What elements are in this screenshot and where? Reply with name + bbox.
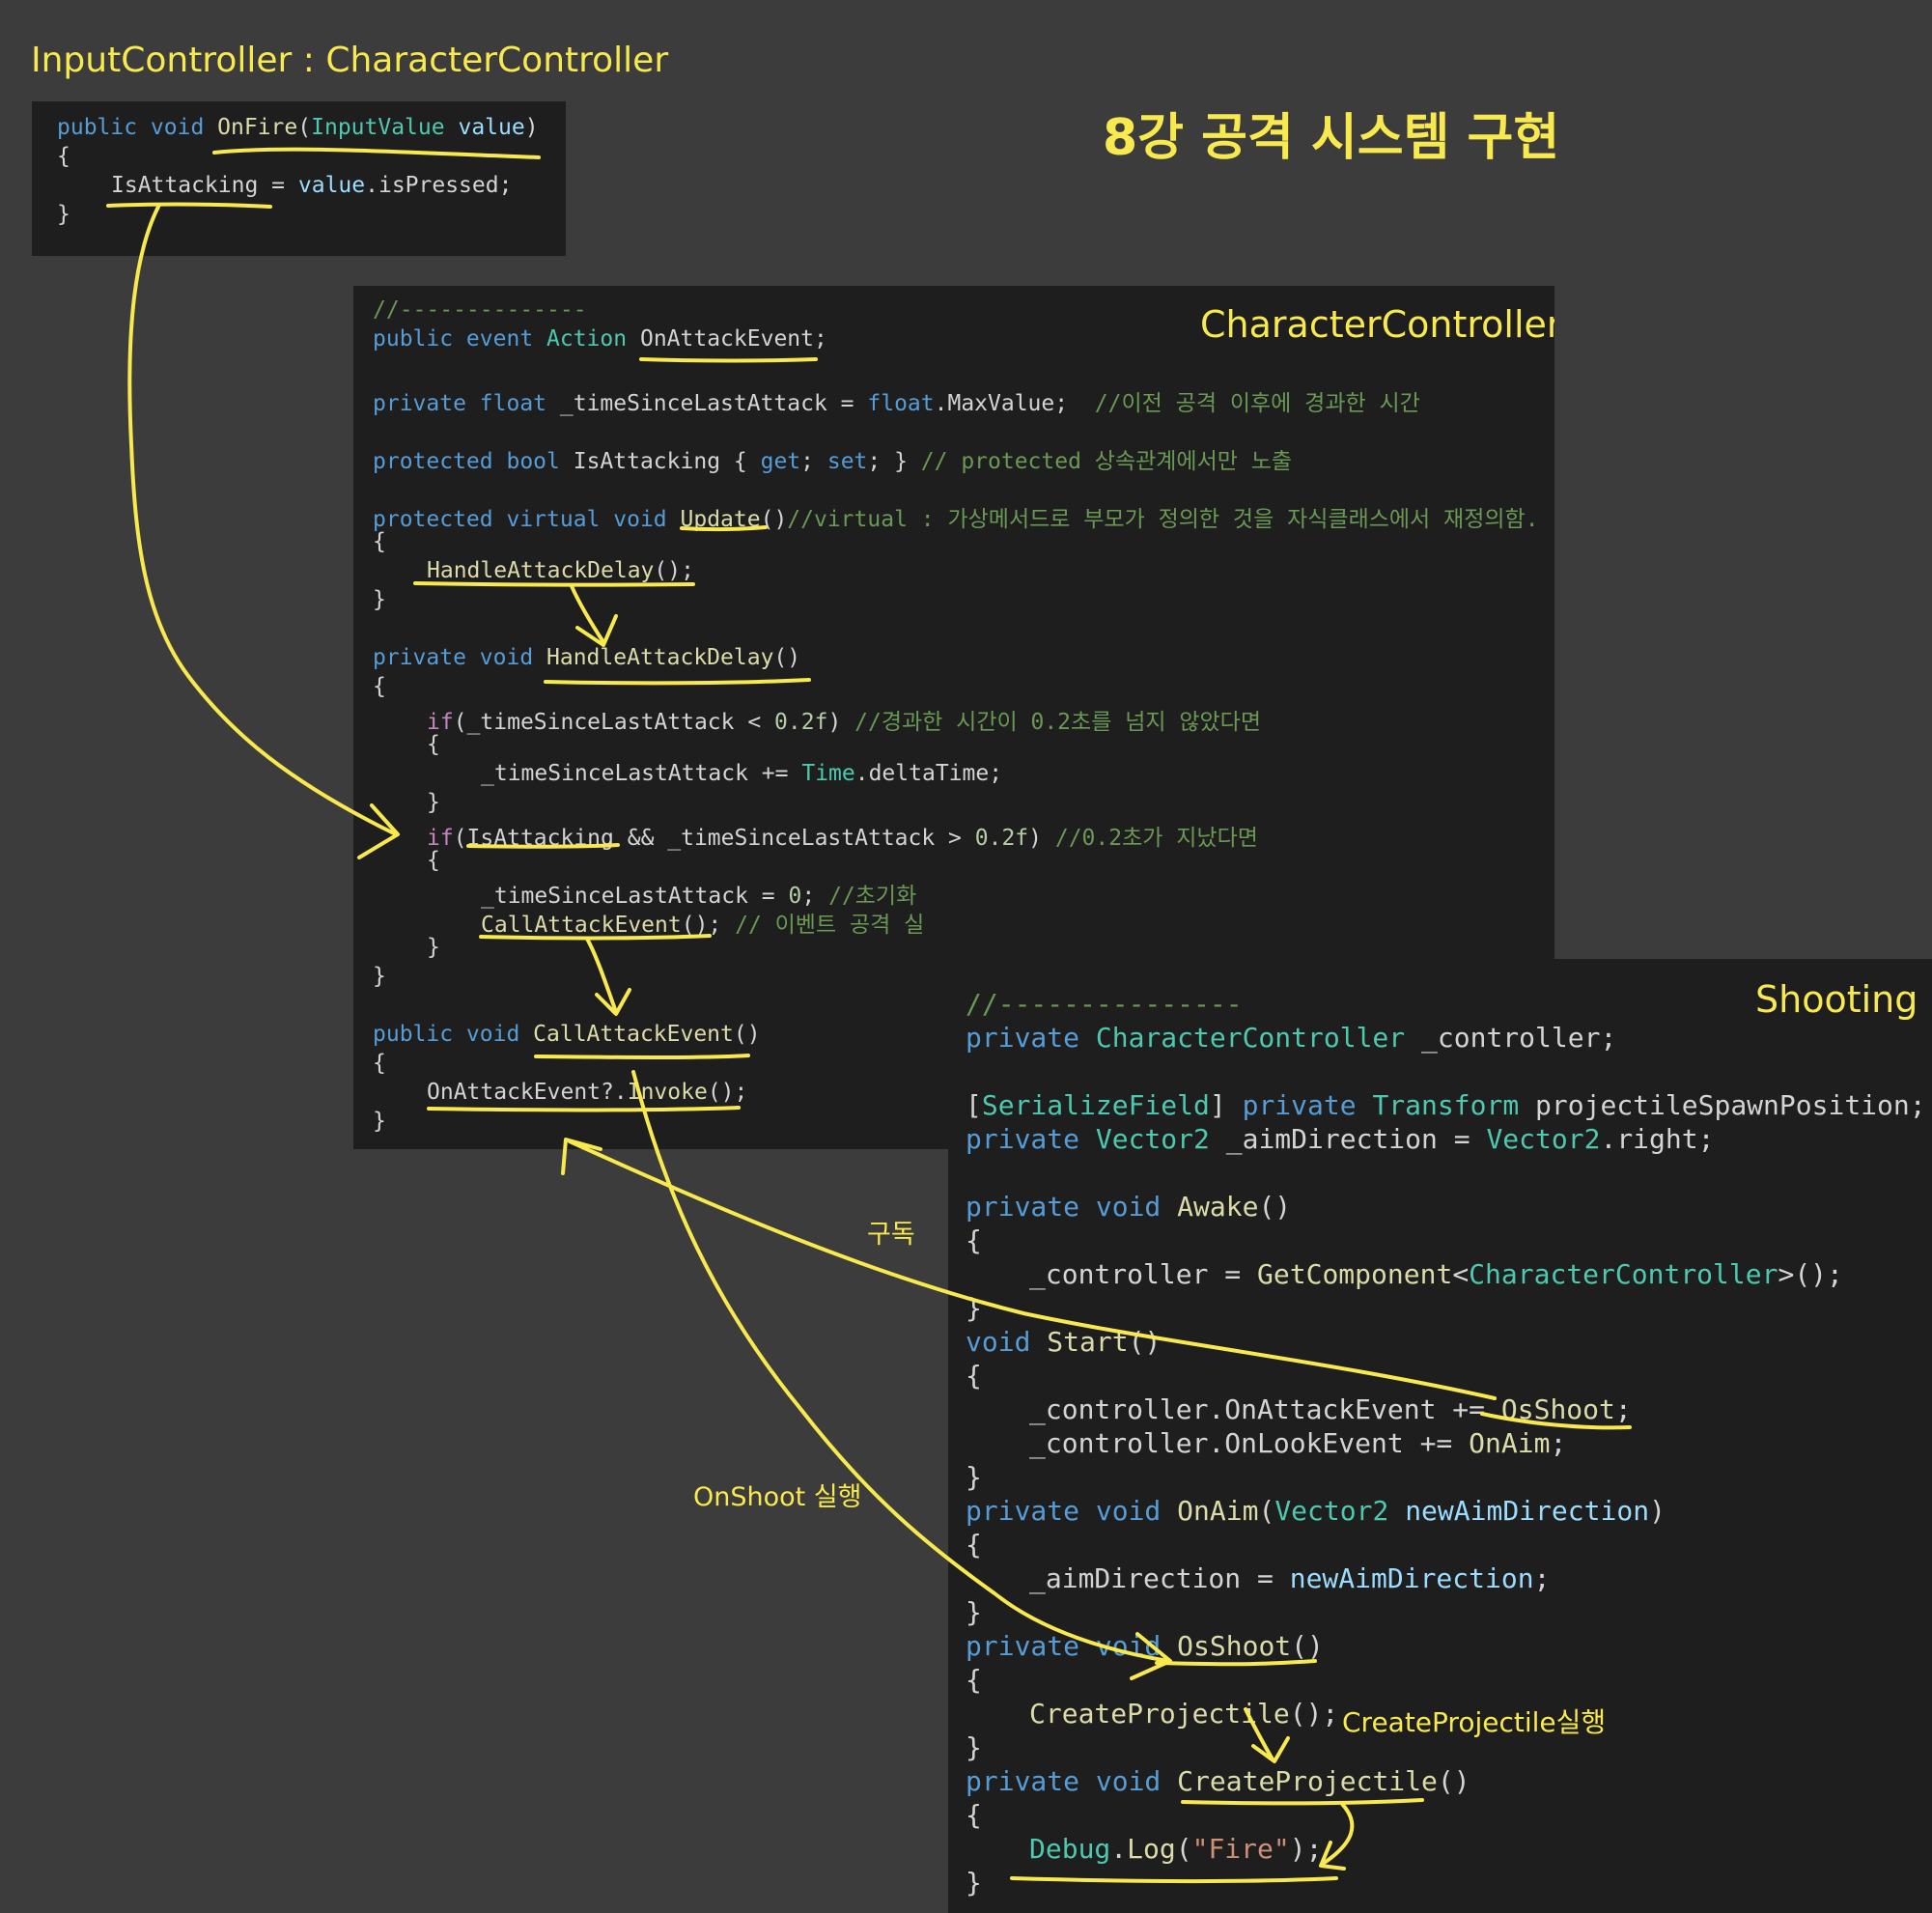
- code-line: }: [427, 790, 440, 815]
- code-line: private CharacterController _controller;: [966, 1022, 1617, 1054]
- code-line: private void Awake(): [966, 1191, 1292, 1223]
- code-line: Debug.Log("Fire");: [1029, 1833, 1323, 1865]
- code-line: {: [966, 1799, 982, 1831]
- code-line: {: [57, 144, 70, 169]
- code-line: CallAttackEvent(); // 이벤트 공격 실: [481, 913, 925, 938]
- code-line: {: [966, 1664, 982, 1696]
- underline-update: [680, 525, 768, 532]
- subscribe-label: 구독: [867, 1220, 915, 1250]
- arrow-create-to-debug: [1321, 1802, 1355, 1866]
- code-line: if(IsAttacking && _timeSinceLastAttack >…: [427, 826, 1258, 851]
- code-line: private void CreateProjectile(): [966, 1765, 1470, 1797]
- code-line: //---------------: [966, 988, 1243, 1020]
- code-line: {: [427, 732, 440, 757]
- underline-createprojectile-def: [1181, 1798, 1424, 1806]
- code-line: }: [57, 202, 70, 227]
- code-line: private void HandleAttackDelay(): [373, 645, 801, 670]
- code-line: _controller.OnLookEvent += OnAim;: [1029, 1427, 1567, 1459]
- onshoot-exec-label: OnShoot 실행: [693, 1482, 862, 1512]
- arrow-call-to-def: [585, 937, 618, 1014]
- page-title: 8강 공격 시스템 구현: [1103, 109, 1560, 167]
- code-line: _aimDirection = newAimDirection;: [1029, 1562, 1551, 1594]
- code-line: }: [373, 964, 386, 989]
- code-line: public void OnFire(InputValue value): [57, 115, 539, 140]
- code-line: [SerializeField] private Transform proje…: [966, 1089, 1926, 1121]
- underline-handleattackdelay-def: [544, 678, 811, 686]
- underline-invoke: [427, 1106, 741, 1112]
- code-line: _timeSinceLastAttack += Time.deltaTime;: [481, 761, 1003, 786]
- arrow-input-to-if: [127, 203, 398, 836]
- create-projectile-exec-label: CreateProjectile실행: [1342, 1706, 1607, 1738]
- code-line: }: [373, 1109, 386, 1134]
- code-line: {: [427, 848, 440, 873]
- arrow-onshoot-exec: [631, 1070, 1170, 1663]
- code-line: private float _timeSinceLastAttack = flo…: [373, 391, 1420, 416]
- code-line: IsAttacking = value.isPressed;: [111, 173, 513, 198]
- code-line: //--------------: [373, 297, 587, 323]
- underline-onattackevent: [639, 357, 818, 363]
- code-line: private void OnAim(Vector2 newAimDirecti…: [966, 1495, 1666, 1527]
- code-line: {: [373, 1051, 386, 1076]
- shooting-header: Shooting: [1755, 978, 1918, 1021]
- code-line: {: [373, 674, 386, 699]
- code-line: {: [966, 1224, 982, 1256]
- code-line: _controller = GetComponent<CharacterCont…: [1029, 1258, 1843, 1290]
- code-line: {: [373, 529, 386, 554]
- code-line: _timeSinceLastAttack = 0; //초기화: [481, 884, 917, 909]
- arrow-create-call-to-def: [1244, 1707, 1274, 1761]
- underline-handleattackdelay-call: [413, 581, 695, 587]
- underline-isattacking-if: [466, 843, 620, 849]
- code-line: private Vector2 _aimDirection = Vector2.…: [966, 1123, 1715, 1155]
- code-line: }: [966, 1731, 982, 1763]
- code-line: }: [373, 587, 386, 612]
- arrow-handle-call-to-def: [570, 584, 605, 644]
- arrowhead-onshoot-exec: [1130, 1632, 1172, 1680]
- input-controller-code-panel: public void OnFire(InputValue value) { I…: [32, 101, 566, 256]
- code-line: void Start(): [966, 1326, 1162, 1358]
- arrowhead-input-to-if: [357, 803, 400, 859]
- input-controller-header: InputController : CharacterController: [31, 41, 669, 80]
- code-line: HandleAttackDelay();: [427, 558, 694, 583]
- code-line: if(_timeSinceLastAttack < 0.2f) //경과한 시간…: [427, 710, 1262, 735]
- code-line: public event Action OnAttackEvent;: [373, 326, 827, 352]
- arrowhead-handle: [575, 614, 618, 647]
- arrowhead-debug: [1319, 1841, 1346, 1871]
- underline-callattackevent-def: [534, 1054, 750, 1059]
- arrow-subscribe: [568, 1139, 1497, 1400]
- arrowhead-create: [1251, 1736, 1290, 1763]
- code-line: }: [427, 935, 440, 960]
- code-line: private void OsShoot(): [966, 1630, 1324, 1662]
- code-line: public void CallAttackEvent(): [373, 1022, 761, 1047]
- code-line: protected bool IsAttacking { get; set; }…: [373, 449, 1293, 474]
- underline-isattacking-input: [106, 202, 272, 209]
- underline-callattackevent-call: [479, 934, 712, 941]
- code-line: }: [966, 1596, 982, 1628]
- underline-osshoot-def: [1155, 1659, 1317, 1667]
- arrowhead-subscribe: [561, 1138, 602, 1175]
- character-controller-header: CharacterController: [1200, 303, 1554, 346]
- underline-debug: [1010, 1876, 1338, 1884]
- underline-onfire: [212, 147, 541, 159]
- code-line: {: [966, 1360, 982, 1392]
- arrowhead-call: [595, 988, 631, 1016]
- code-line: {: [966, 1529, 982, 1561]
- code-line: }: [966, 1867, 982, 1899]
- underline-osshoot-sub: [1480, 1412, 1632, 1430]
- code-line: }: [966, 1461, 982, 1493]
- code-line: protected virtual void Update()//virtual…: [373, 507, 1539, 532]
- shooting-code-panel: Shooting //--------------- private Chara…: [948, 959, 1932, 1913]
